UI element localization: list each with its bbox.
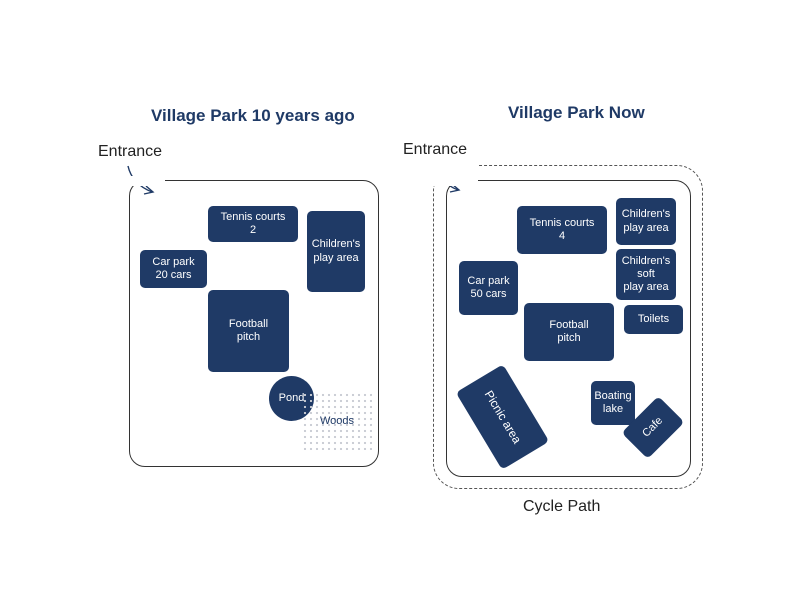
right-park-boundary (446, 180, 691, 477)
cycle-path-label: Cycle Path (523, 498, 601, 515)
left-title: Village Park 10 years ago (151, 106, 355, 125)
left-entrance-gap (125, 176, 165, 186)
left-woods-label: Woods (320, 415, 355, 427)
right-title: Village Park Now (508, 103, 645, 122)
left-park-boundary (129, 180, 379, 467)
left-entrance-label: Entrance (98, 143, 163, 160)
cycle-path-boundary (433, 165, 703, 489)
right-entrance-gap (430, 160, 478, 186)
right-toilets: Toilets (624, 305, 683, 334)
woods-dots (302, 392, 372, 450)
right-entrance-label: Entrance (403, 141, 468, 158)
